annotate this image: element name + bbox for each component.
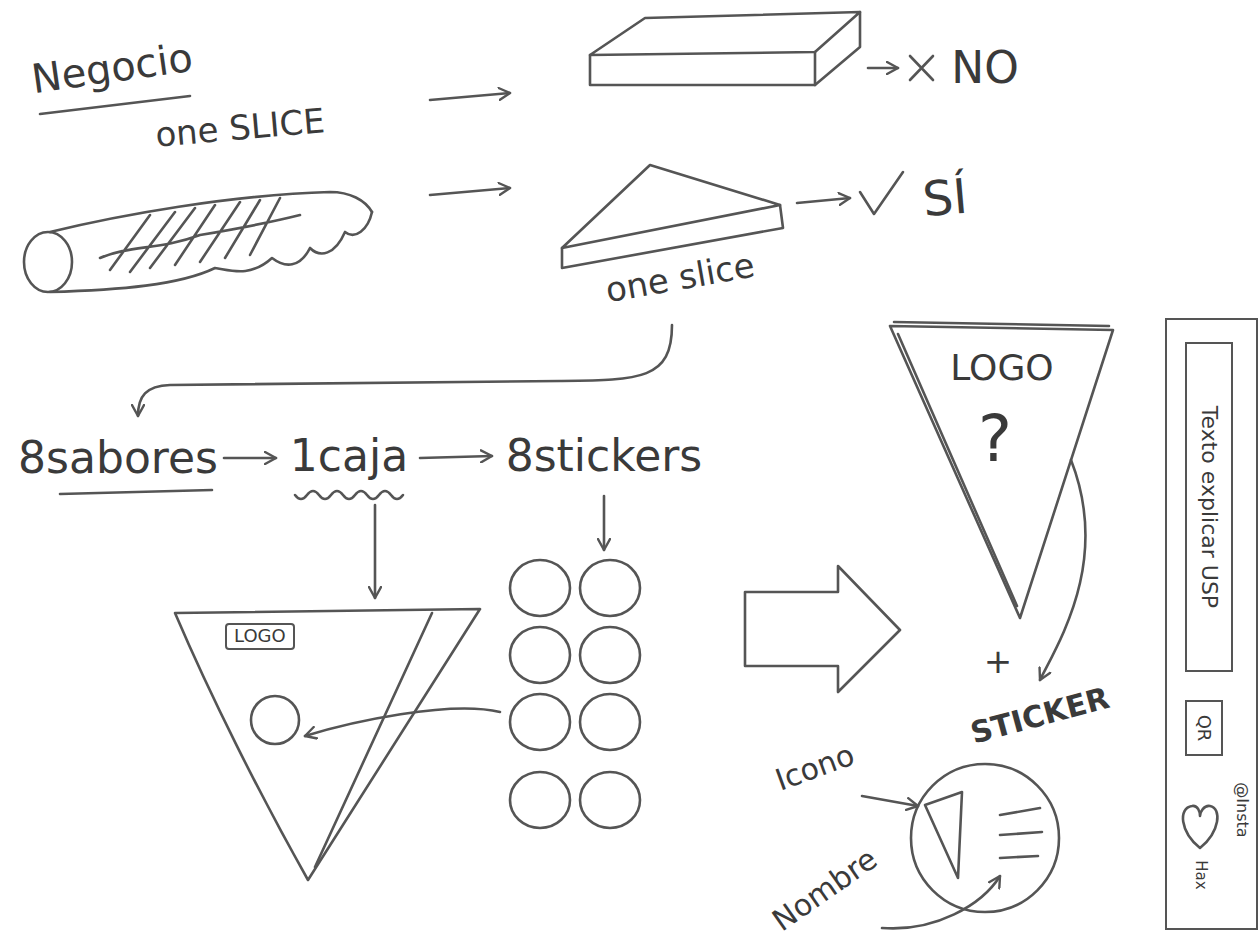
arrow (603, 496, 606, 550)
curved-arrow (138, 325, 672, 416)
arrow (430, 188, 510, 195)
usp-text-box: Texto explicar USP (1185, 342, 1233, 672)
slice-icon (925, 792, 962, 878)
count-label: 1caja (290, 431, 408, 482)
heading-word: Negocio (29, 34, 196, 102)
leader-arrow (882, 876, 1000, 928)
shape-outline (170, 605, 485, 885)
logo-placeholder: LOGO (950, 347, 1053, 388)
sticker-circle (580, 627, 640, 683)
sticker-circle (510, 560, 570, 616)
underline (60, 490, 212, 494)
callout-label: Nombre (766, 842, 883, 939)
heart-symbol (1183, 806, 1217, 848)
arrow (374, 505, 377, 598)
wavy-underline (295, 491, 403, 499)
side-panel: @Insta Texto explicar USP QR (1165, 318, 1258, 930)
sticker-circle (580, 694, 640, 750)
plus-sign: + (984, 642, 1013, 681)
triangle-edge (315, 613, 432, 867)
arrow (430, 93, 510, 100)
heading-word: one SLICE (154, 101, 327, 155)
callout-label: Icono (771, 738, 859, 798)
count-label: 8sabores (18, 433, 218, 484)
sticker-heading: STICKER (967, 681, 1113, 751)
roll-end (24, 232, 72, 292)
triangle-outline (175, 609, 480, 880)
triangle-edge (894, 322, 1109, 606)
box-front (590, 52, 815, 85)
sticker-circle (510, 694, 570, 750)
arrow (224, 457, 276, 460)
roll-bottom (50, 212, 372, 292)
sticker-circles (510, 560, 640, 828)
arrow (797, 198, 850, 203)
social-handle: @Insta (1233, 782, 1251, 837)
sticker-circle (580, 560, 640, 616)
logo-box: LOGO (225, 623, 295, 650)
sticker-circle (580, 772, 640, 828)
qr-label: QR (1194, 715, 1215, 742)
sticker-circle: STICKER (900, 680, 1130, 916)
hollow-arrow (745, 566, 900, 692)
slice-box-front: LOGO (170, 605, 485, 885)
rolled-pizza-sketch (24, 192, 372, 292)
connector-arrow (1040, 460, 1085, 680)
heart-label: Hax (1191, 860, 1208, 889)
name-lines (1000, 808, 1042, 858)
arrow (420, 456, 492, 458)
sticker-circle (510, 627, 570, 683)
question-mark: ? (978, 403, 1012, 477)
box-side (815, 12, 860, 85)
count-label: 8stickers (506, 431, 703, 482)
check-mark (860, 172, 903, 214)
verdict-label: SÍ (920, 169, 969, 228)
arrow (868, 67, 898, 70)
sticker-outline (911, 764, 1059, 912)
qr-box: QR (1185, 700, 1223, 756)
cross-mark (910, 56, 933, 80)
slice-box-front: LOGO? (885, 318, 1117, 628)
sticker-circle (510, 772, 570, 828)
verdict-label: NO (951, 43, 1019, 94)
usp-text: Texto explicar USP (1196, 406, 1221, 608)
slice-box: one slice (555, 160, 800, 320)
title-underline (40, 96, 190, 114)
sticker-spot (251, 696, 299, 744)
flat-box-sketch (590, 12, 860, 85)
box-top (590, 12, 860, 55)
leader-arrow (862, 796, 918, 806)
roll-hatching (100, 198, 300, 272)
triangle-outline (890, 326, 1113, 618)
